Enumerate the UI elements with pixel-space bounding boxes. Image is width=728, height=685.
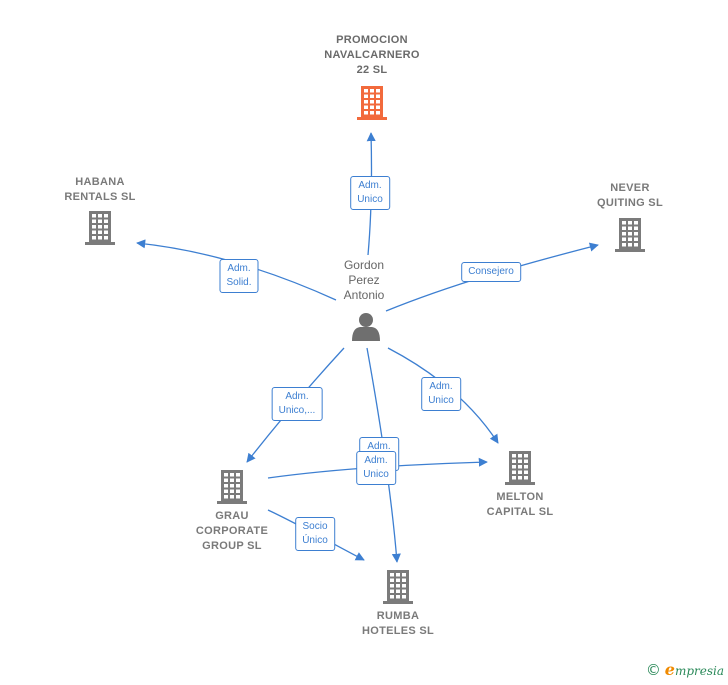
habana-company-label[interactable]: HABANA RENTALS SL bbox=[64, 175, 135, 205]
edge-label-line: Unico,... bbox=[278, 405, 316, 416]
brand-watermark: © empresia bbox=[646, 660, 724, 679]
company-label-line: NEVER bbox=[610, 182, 650, 194]
company-label-line: HOTELES SL bbox=[361, 625, 435, 637]
never-building-icon[interactable] bbox=[615, 218, 645, 252]
company-label-line: CAPITAL SL bbox=[486, 506, 554, 518]
company-label-line: RUMBA bbox=[376, 610, 420, 622]
promocion-building-icon[interactable] bbox=[357, 86, 387, 120]
brand-name: mpresia bbox=[674, 664, 724, 678]
edge-label-line: Adm. bbox=[367, 441, 391, 452]
company-label-line: NAVALCARNERO bbox=[324, 49, 420, 61]
company-label-line: 22 SL bbox=[356, 64, 388, 76]
person-name-line: Antonio bbox=[343, 288, 385, 302]
edge-label-center-habana[interactable]: Adm. Solid. bbox=[219, 259, 259, 293]
company-label-line: GRAU bbox=[215, 510, 249, 522]
edge-label-grau-melton[interactable]: Adm. Unico bbox=[356, 451, 396, 485]
grau-building-icon[interactable] bbox=[217, 470, 247, 504]
edge-label-line: Consejero bbox=[468, 266, 514, 277]
edge-label-line: Adm. bbox=[285, 391, 309, 402]
rumba-building-icon[interactable] bbox=[383, 570, 413, 604]
company-label-line: CORPORATE bbox=[195, 525, 269, 537]
person-name-line: Gordon bbox=[343, 258, 385, 272]
edge-label-line: Adm. bbox=[429, 381, 453, 392]
edge-label-center-promocion[interactable]: Adm. Unico bbox=[350, 176, 390, 210]
melton-building-icon[interactable] bbox=[505, 451, 535, 485]
company-label-line: PROMOCION bbox=[336, 34, 408, 46]
brand-logo-initial: e bbox=[664, 660, 675, 679]
edge-label-line: Unico bbox=[363, 469, 389, 480]
person-icon[interactable] bbox=[352, 313, 380, 341]
person-name-line: Perez bbox=[348, 273, 380, 287]
company-label-line: QUITING SL bbox=[597, 197, 663, 209]
company-label-line: HABANA bbox=[75, 176, 125, 188]
habana-building-icon[interactable] bbox=[85, 211, 115, 245]
company-label-line: MELTON bbox=[496, 491, 544, 503]
edge-label-center-grau[interactable]: Adm. Unico,... bbox=[271, 387, 323, 421]
grau-company-label[interactable]: GRAU CORPORATE GROUP SL bbox=[196, 509, 268, 554]
edge-label-line: Socio bbox=[302, 521, 328, 532]
edge-label-line: Solid. bbox=[226, 277, 252, 288]
edge-label-line: Adm. bbox=[364, 455, 388, 466]
edge-label-center-melton[interactable]: Adm. Unico bbox=[421, 377, 461, 411]
edge-label-line: Adm. bbox=[227, 263, 251, 274]
edge-label-line: Único bbox=[302, 535, 328, 546]
rumba-company-label[interactable]: RUMBA HOTELES SL bbox=[362, 609, 434, 639]
edge-label-line: Unico bbox=[428, 395, 454, 406]
melton-company-label[interactable]: MELTON CAPITAL SL bbox=[487, 490, 554, 520]
promocion-company-label[interactable]: PROMOCION NAVALCARNERO 22 SL bbox=[324, 33, 419, 78]
copyright-icon: © bbox=[645, 661, 661, 679]
never-company-label[interactable]: NEVER QUITING SL bbox=[597, 181, 663, 211]
edge-label-center-never[interactable]: Consejero bbox=[461, 262, 521, 282]
edge-label-line: Adm. bbox=[358, 180, 382, 191]
company-label-line: RENTALS SL bbox=[64, 191, 136, 203]
company-label-line: GROUP SL bbox=[202, 540, 262, 552]
edge-label-line: Unico bbox=[357, 194, 383, 205]
